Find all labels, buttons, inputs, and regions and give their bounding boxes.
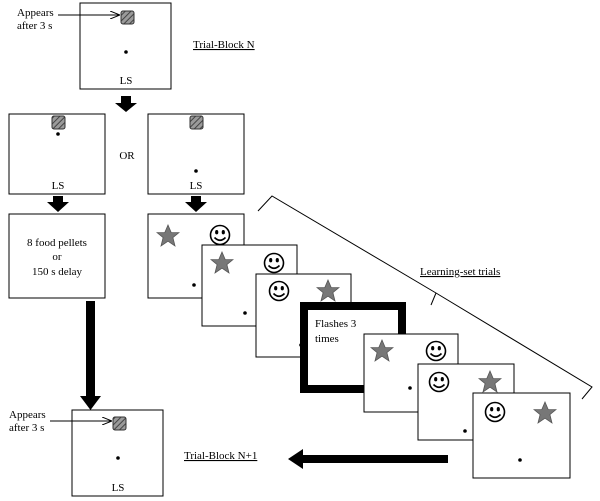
reward-line-1: 8 food pellets <box>27 237 87 249</box>
fixation-dot <box>116 456 120 460</box>
fixation-dot <box>518 458 522 462</box>
fixation-dot <box>192 283 196 287</box>
ls-label: LS <box>52 180 65 192</box>
screen-trial-block-n: LS <box>79 2 172 90</box>
learning-set-trials-label: Learning-set trials <box>420 266 500 278</box>
fixation-dot <box>408 386 412 390</box>
hatched-square-icon <box>189 115 204 130</box>
smiley-face-icon <box>263 252 285 274</box>
reward-box: 8 food pellets or 150 s delay <box>8 213 106 299</box>
ls-label: LS <box>112 482 125 494</box>
fixation-dot <box>463 429 467 433</box>
reward-line-3: 150 s delay <box>32 266 83 278</box>
appears-label-top: Appears after 3 s <box>17 7 119 32</box>
smiley-face-icon <box>484 401 506 423</box>
fixation-dot <box>124 50 128 54</box>
appears-label-bottom-line1: Appears <box>9 409 46 421</box>
flashes-line-1: Flashes 3 <box>315 318 357 330</box>
appears-label-top-line1: Appears <box>17 7 54 19</box>
screen-alternative-right: LS <box>147 113 245 195</box>
left-arrow-to-next-block <box>288 449 448 469</box>
smiley-face-icon <box>428 371 450 393</box>
hatched-square-icon <box>51 115 66 130</box>
learning-screen-6 <box>472 392 571 479</box>
smiley-face-icon <box>209 224 231 246</box>
flashes-line-2: times <box>315 333 339 345</box>
appears-label-bottom-line2: after 3 s <box>9 422 44 434</box>
hatched-square-icon <box>112 416 127 431</box>
down-arrow-long <box>80 301 101 410</box>
appears-label-bottom: Appears after 3 s <box>9 409 111 434</box>
fixation-dot <box>56 132 60 136</box>
fixation-dot <box>194 169 198 173</box>
down-arrow-right <box>185 196 207 212</box>
reward-line-2: or <box>52 251 62 263</box>
smiley-face-icon <box>268 280 290 302</box>
ls-label: LS <box>190 180 203 192</box>
screen-trial-block-n1: LS <box>71 409 164 497</box>
learning-set-bracket <box>257 195 593 400</box>
smiley-face-icon <box>425 340 447 362</box>
appears-label-top-line2: after 3 s <box>17 20 52 32</box>
or-label: OR <box>119 150 135 162</box>
down-arrow-1 <box>115 96 137 112</box>
ls-label: LS <box>120 75 133 87</box>
screen-alternative-left: LS <box>8 113 106 195</box>
trial-block-n1-title: Trial-Block N+1 <box>184 450 257 462</box>
down-arrow-left <box>47 196 69 212</box>
hatched-square-icon <box>120 10 135 25</box>
trial-block-n-title: Trial-Block N <box>193 39 255 51</box>
fixation-dot <box>243 311 247 315</box>
